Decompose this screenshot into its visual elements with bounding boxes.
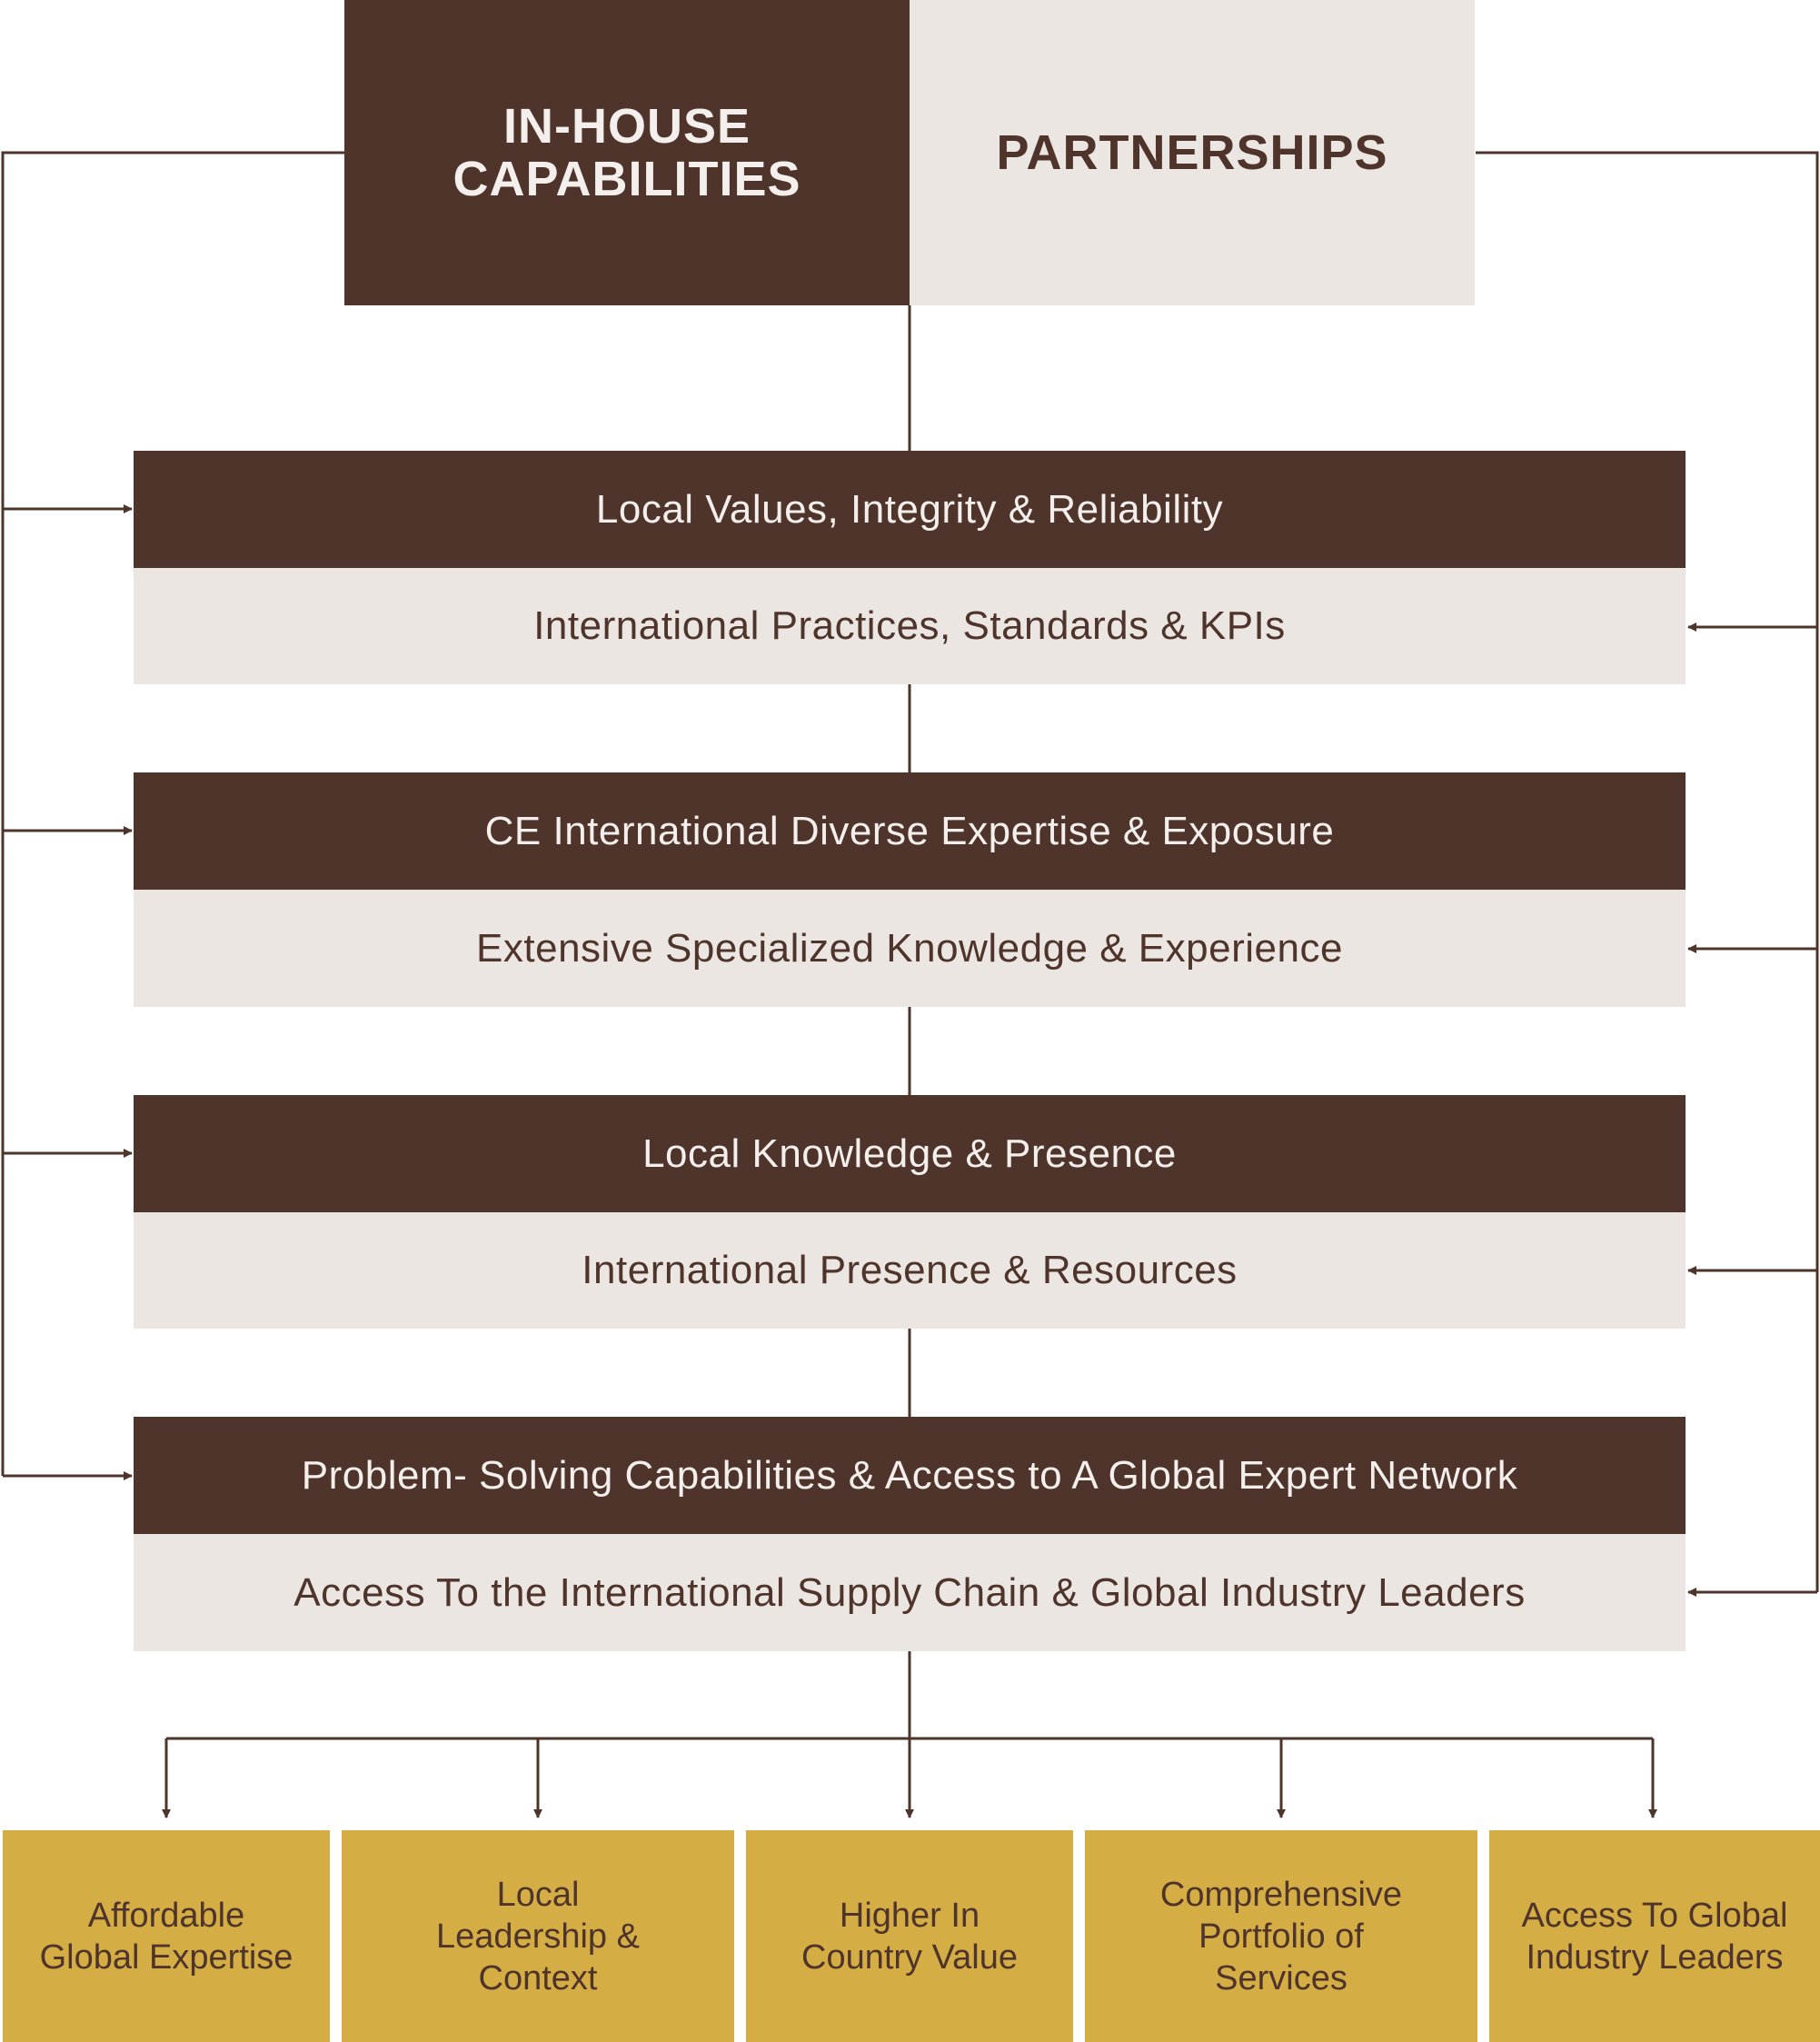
in-house-row-4: Problem- Solving Capabilities & Access t…: [134, 1417, 1686, 1534]
partnership-row-3-label: International Presence & Resources: [582, 1248, 1238, 1292]
outcome-tile-4-label: Comprehensive Portfolio of Services: [1159, 1875, 1403, 1997]
outcome-tile-3: Higher In Country Value: [746, 1830, 1073, 2042]
partnership-row-3: International Presence & Resources: [134, 1212, 1686, 1329]
in-house-header-label: IN-HOUSE CAPABILITIES: [453, 99, 801, 206]
outcome-tile-1-label: Affordable Global Expertise: [39, 1896, 293, 1977]
outcome-tile-5: Access To Global Industry Leaders: [1489, 1830, 1820, 2042]
outcome-tile-1: Affordable Global Expertise: [3, 1830, 330, 2042]
partnership-row-1-label: International Practices, Standards & KPI…: [533, 603, 1286, 648]
in-house-row-4-label: Problem- Solving Capabilities & Access t…: [301, 1452, 1518, 1498]
in-house-row-3-label: Local Knowledge & Presence: [642, 1131, 1177, 1176]
outcome-tile-4: Comprehensive Portfolio of Services: [1085, 1830, 1477, 2042]
left-bracket-line: [1, 151, 344, 1476]
in-house-row-1: Local Values, Integrity & Reliability: [134, 451, 1686, 568]
outcome-tile-2-label: Local Leadership & Context: [436, 1875, 640, 1997]
partnership-row-2-label: Extensive Specialized Knowledge & Experi…: [476, 925, 1343, 971]
in-house-row-2-label: CE International Diverse Expertise & Exp…: [484, 808, 1335, 853]
partnership-row-1: International Practices, Standards & KPI…: [134, 568, 1686, 684]
in-house-row-1-label: Local Values, Integrity & Reliability: [595, 486, 1224, 532]
outcome-tile-3-label: Higher In Country Value: [801, 1896, 1018, 1977]
right-bracket-line: [1476, 151, 1819, 1592]
outcome-tile-2: Local Leadership & Context: [342, 1830, 734, 2042]
partnership-row-4: Access To the International Supply Chain…: [134, 1534, 1686, 1651]
partnerships-header-label: PARTNERSHIPS: [996, 125, 1388, 180]
outcome-tile-5-label: Access To Global Industry Leaders: [1521, 1896, 1788, 1977]
in-house-capabilities-header: IN-HOUSE CAPABILITIES: [344, 0, 910, 305]
partnership-row-4-label: Access To the International Supply Chain…: [293, 1569, 1526, 1615]
in-house-row-3: Local Knowledge & Presence: [134, 1095, 1686, 1212]
in-house-row-2: CE International Diverse Expertise & Exp…: [134, 772, 1686, 890]
partnership-row-2: Extensive Specialized Knowledge & Experi…: [134, 890, 1686, 1007]
partnerships-header: PARTNERSHIPS: [910, 0, 1475, 305]
